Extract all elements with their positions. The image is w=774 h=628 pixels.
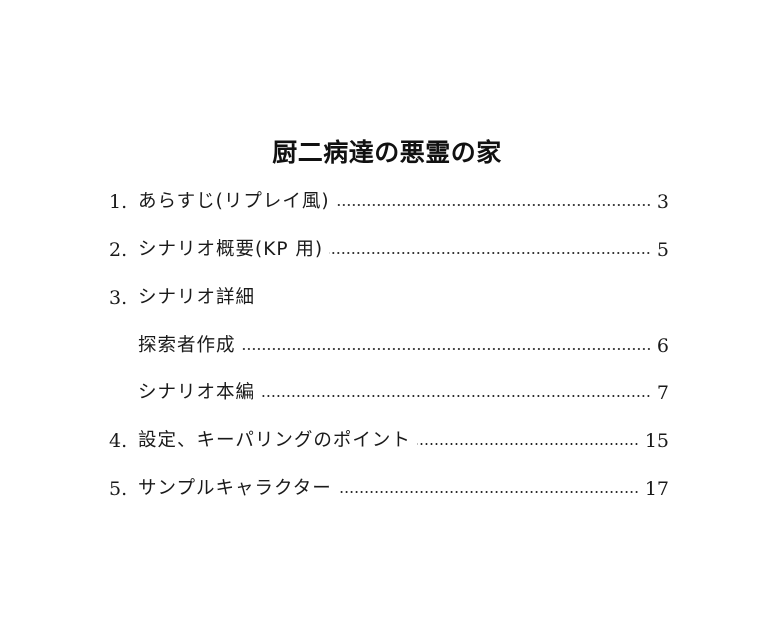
toc-entry-synopsis[interactable]: 1. あらすじ(リプレイ風) 3 (109, 186, 669, 218)
toc-entry-scenario-details[interactable]: 3. シナリオ詳細 (109, 282, 669, 314)
toc-entry-label: シナリオ概要(KP 用) (138, 239, 324, 260)
dot-leader (261, 395, 651, 397)
toc-entry-number: 5. (109, 478, 128, 500)
toc-entry-page: 6 (656, 335, 669, 357)
toc-entry-page: 5 (656, 239, 669, 261)
toc-entry-label: シナリオ本編 (138, 382, 256, 403)
toc-entry-page: 17 (644, 478, 669, 500)
toc-entry-label: あらすじ(リプレイ風) (138, 191, 330, 212)
toc-entry-scenario-overview[interactable]: 2. シナリオ概要(KP 用) 5 (109, 234, 669, 266)
toc-entry-label: 設定、キーパリングのポイント (138, 430, 411, 451)
toc-entry-sample-characters[interactable]: 5. サンプルキャラクター 17 (109, 473, 669, 505)
dot-leader (241, 348, 651, 350)
toc-entry-page: 7 (656, 382, 669, 404)
toc-entry-label: シナリオ詳細 (138, 287, 256, 308)
toc-entry-label: サンプルキャラクター (138, 478, 332, 499)
toc-subentry-investigator-creation[interactable]: 探索者作成 6 (109, 330, 669, 362)
toc-entry-page: 3 (656, 191, 669, 213)
document-title: 厨二病達の悪霊の家 (272, 138, 502, 167)
toc-entry-number: 2. (109, 239, 128, 261)
dot-leader (335, 204, 651, 206)
toc-entry-number: 3. (109, 287, 128, 309)
toc-entry-page: 15 (644, 430, 669, 452)
dot-leader (416, 443, 639, 445)
dot-leader (329, 252, 651, 254)
toc-subentry-scenario-main[interactable]: シナリオ本編 7 (109, 377, 669, 409)
toc-entry-keeping-points[interactable]: 4. 設定、キーパリングのポイント 15 (109, 425, 669, 457)
dot-leader (337, 491, 639, 493)
toc-entry-label: 探索者作成 (138, 335, 236, 356)
toc-entry-number: 4. (109, 430, 128, 452)
toc-entry-number: 1. (109, 191, 128, 213)
